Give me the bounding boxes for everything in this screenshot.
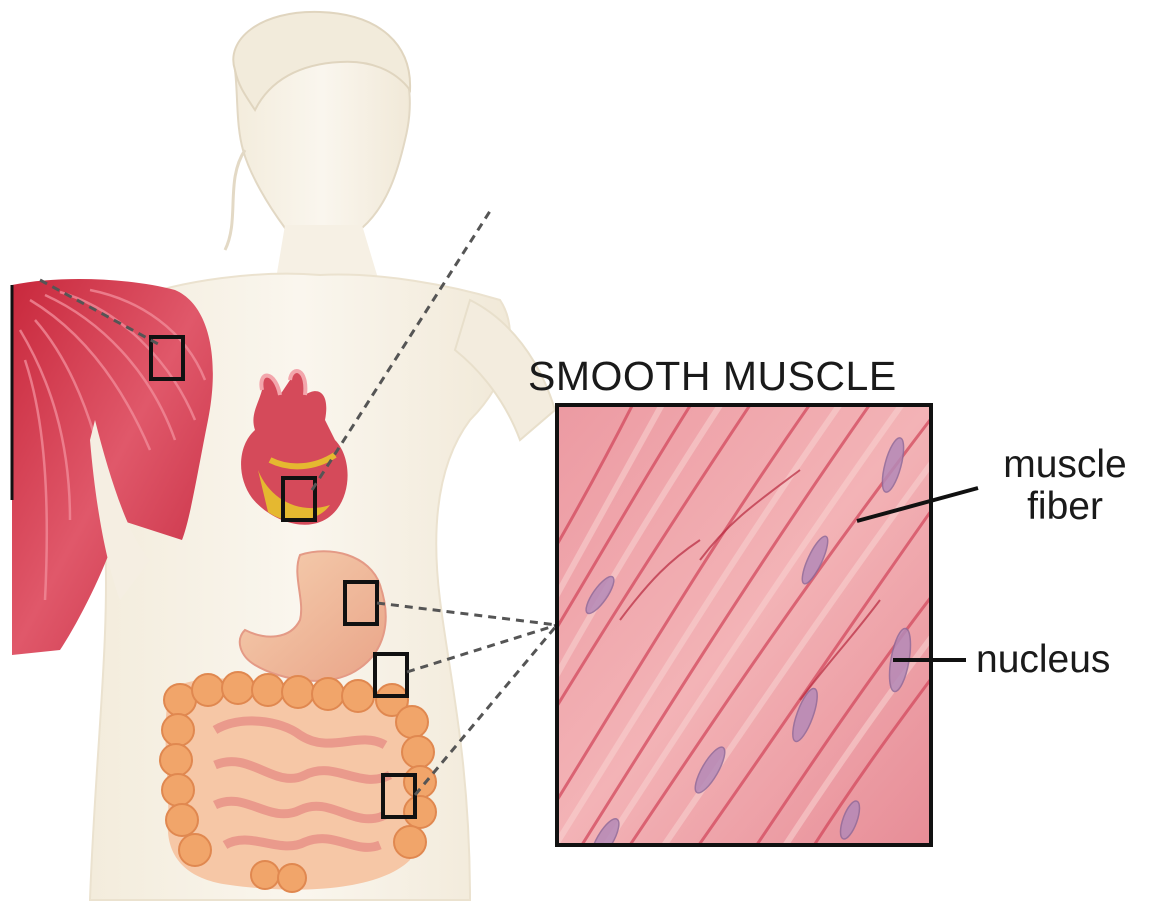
smooth-muscle-panel	[500, 390, 960, 900]
muscle-fiber-label-line2: fiber	[970, 486, 1159, 528]
muscle-fiber-label-line1: muscle	[970, 444, 1159, 486]
diagram-title: SMOOTH MUSCLE	[528, 356, 897, 397]
intestines	[160, 672, 436, 892]
hair-lock	[225, 150, 245, 250]
nucleus-label: nucleus	[976, 640, 1110, 679]
muscle-fiber-label: muscle fiber	[970, 444, 1159, 528]
